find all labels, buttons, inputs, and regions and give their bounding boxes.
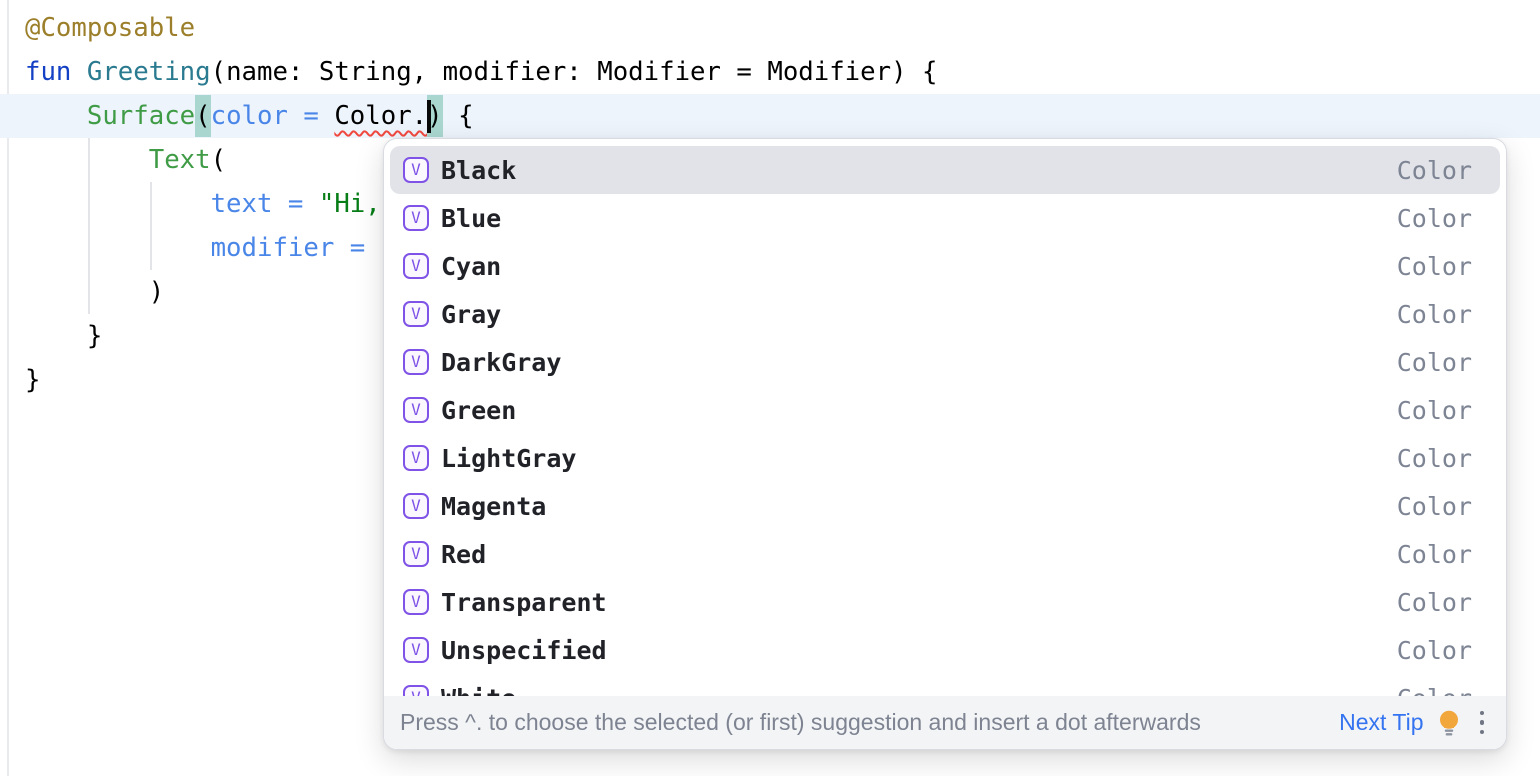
completion-item-label: LightGray — [441, 443, 577, 473]
variable-icon: V — [403, 349, 429, 375]
code-line[interactable]: } — [0, 314, 1540, 358]
code-token: (name: String, modifier: Modifier = Modi… — [210, 57, 938, 87]
variable-icon: V — [403, 301, 429, 327]
named-arg-token: color = — [210, 101, 335, 131]
completion-item-type: Color — [1396, 299, 1472, 329]
code-line[interactable]: fun Greeting(name: String, modifier: Mod… — [0, 50, 1540, 94]
code-line[interactable]: @Composable — [0, 6, 1540, 50]
lightbulb-icon[interactable] — [1434, 708, 1464, 738]
completion-item-type: Color — [1396, 443, 1472, 473]
code-token: } — [25, 321, 103, 351]
completion-item-red[interactable]: V Red Color — [390, 530, 1500, 578]
indent-guide — [150, 182, 152, 270]
completion-item-label: Cyan — [441, 251, 502, 281]
completion-item-lightgray[interactable]: V LightGray Color — [390, 434, 1500, 482]
variable-icon: V — [403, 397, 429, 423]
matched-paren-token: ( — [195, 95, 211, 137]
variable-icon: V — [403, 253, 429, 279]
completion-item-gray[interactable]: V Gray Color — [390, 290, 1500, 338]
named-arg-token: modifier = — [210, 233, 381, 263]
text-caret — [427, 100, 431, 133]
completion-item-darkgray[interactable]: V DarkGray Color — [390, 338, 1500, 386]
completion-hint-bar: Press ^. to choose the selected (or firs… — [384, 696, 1506, 749]
completion-item-green[interactable]: V Green Color — [390, 386, 1500, 434]
code-token — [25, 189, 211, 219]
function-name-token: Greeting — [86, 57, 211, 87]
annotation-token: @Composable — [25, 13, 196, 43]
completion-item-label: Black — [441, 155, 517, 185]
completion-item-magenta[interactable]: V Magenta Color — [390, 482, 1500, 530]
completion-item-transparent[interactable]: V Transparent Color — [390, 578, 1500, 626]
completion-item-black[interactable]: V Black Color — [390, 146, 1500, 194]
code-token: ) — [25, 277, 165, 307]
variable-icon: V — [403, 589, 429, 615]
completion-item-label: DarkGray — [441, 347, 562, 377]
string-token: "Hi, — [318, 189, 381, 219]
completion-item-label: Green — [441, 395, 517, 425]
completion-item-label: Transparent — [441, 587, 607, 617]
completion-item-type: Color — [1396, 635, 1472, 665]
indent-guide — [88, 138, 90, 314]
code-token — [71, 57, 86, 87]
code-token: } — [25, 365, 41, 395]
code-line-with-caret[interactable]: Surface(color = Color.) { — [0, 94, 1540, 138]
completion-item-type: Color — [1396, 539, 1472, 569]
composable-token: Text — [148, 145, 211, 175]
code-line[interactable]: modifier = — [0, 226, 1540, 270]
variable-icon: V — [403, 541, 429, 567]
next-tip-link[interactable]: Next Tip — [1339, 709, 1424, 735]
code-line[interactable]: text = "Hi, — [0, 182, 1540, 226]
variable-icon: V — [403, 445, 429, 471]
code-line[interactable]: ) — [0, 270, 1540, 314]
completion-item-type: Color — [1396, 203, 1472, 233]
matched-paren-token: ) — [427, 95, 443, 137]
completion-item-type: Color — [1396, 395, 1472, 425]
unresolved-reference-token: Color. — [334, 101, 428, 131]
variable-icon: V — [403, 157, 429, 183]
completion-item-label: Red — [441, 539, 487, 569]
code-token — [25, 145, 149, 175]
more-menu-icon[interactable] — [1479, 710, 1484, 735]
code-token — [25, 233, 211, 263]
code-line[interactable]: Text( — [0, 138, 1540, 182]
code-token: { — [442, 101, 474, 131]
completion-item-type: Color — [1396, 155, 1472, 185]
completion-item-type: Color — [1396, 251, 1472, 281]
variable-icon: V — [403, 637, 429, 663]
code-token: ( — [210, 145, 227, 175]
completion-item-label: Magenta — [441, 491, 547, 521]
code-area[interactable]: @Composable fun Greeting(name: String, m… — [0, 6, 1540, 402]
variable-icon: V — [403, 205, 429, 231]
hint-text: Press ^. to choose the selected (or firs… — [400, 709, 1201, 735]
code-line[interactable]: } — [0, 358, 1540, 402]
completion-item-label: Unspecified — [441, 635, 607, 665]
completion-item-unspecified[interactable]: V Unspecified Color — [390, 626, 1500, 674]
composable-token: Surface — [86, 101, 196, 131]
completion-item-label: Gray — [441, 299, 502, 329]
gutter-separator — [7, 0, 9, 776]
keyword-token: fun — [25, 57, 72, 87]
completion-item-type: Color — [1396, 491, 1472, 521]
completion-item-type: Color — [1396, 587, 1472, 617]
completion-item-blue[interactable]: V Blue Color — [390, 194, 1500, 242]
completion-item-type: Color — [1396, 347, 1472, 377]
variable-icon: V — [403, 493, 429, 519]
named-arg-token: text = — [210, 189, 319, 219]
completion-item-cyan[interactable]: V Cyan Color — [390, 242, 1500, 290]
completion-item-label: Blue — [441, 203, 502, 233]
code-token — [25, 101, 87, 131]
